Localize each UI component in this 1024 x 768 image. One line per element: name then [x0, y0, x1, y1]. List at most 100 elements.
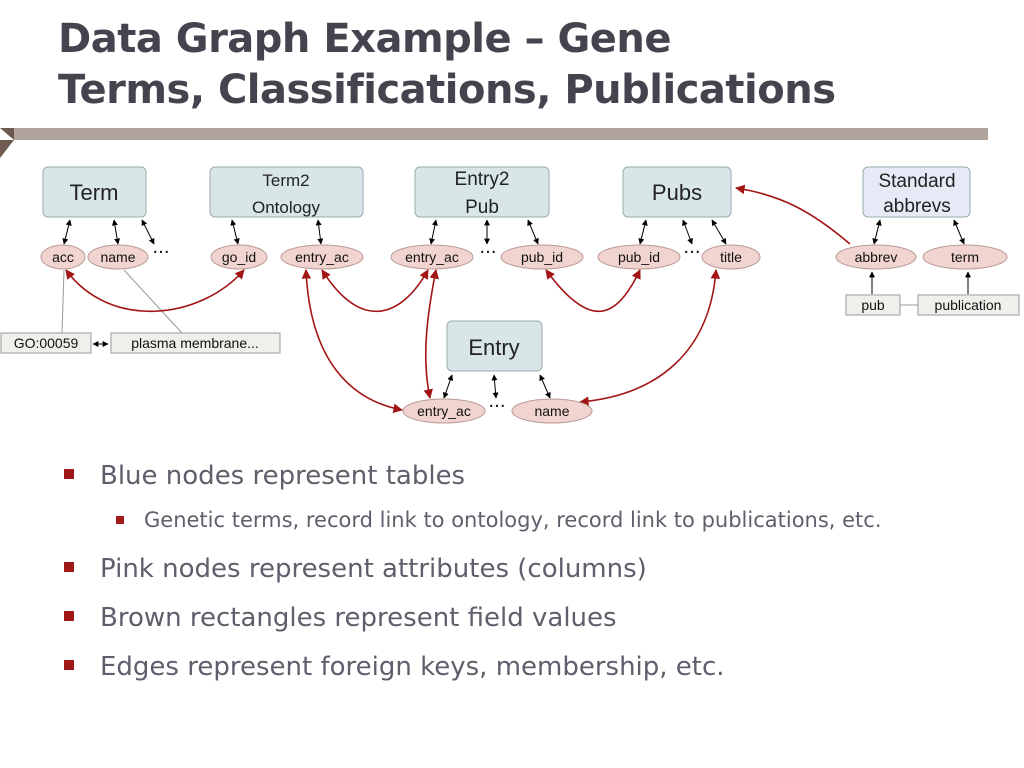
value-go [0, 332, 92, 354]
attribute-labels: acc name go_id entry_ac entry_ac pub_id … [52, 249, 979, 419]
value-pub-label: pub [861, 297, 885, 313]
edge-term-more [141, 219, 155, 245]
title-rule [14, 128, 988, 140]
attr-title [701, 244, 761, 270]
edge-entry-entryac [442, 374, 454, 399]
edge-t2o-entryac [315, 219, 324, 245]
attr-entry-entry-ac [402, 398, 486, 424]
attr-entry-entry-ac-label: entry_ac [417, 403, 471, 419]
attr-acc [40, 244, 86, 270]
value-publication [917, 294, 1020, 316]
fk-entryac-t2o-e2p [321, 269, 429, 313]
bullet-text: Pink nodes represent attributes (columns… [100, 554, 647, 584]
link-name-plasma [123, 269, 183, 334]
value-publication-label: publication [935, 297, 1002, 313]
attr-acc-label: acc [52, 249, 74, 265]
edge-std-abbrev [872, 219, 882, 245]
attr-abbrev [835, 244, 917, 270]
attr-t2o-entry-ac [280, 244, 364, 270]
attribute-nodes [40, 244, 1008, 424]
edge-entry-name [539, 374, 551, 399]
edge-term-acc [62, 219, 72, 245]
value-pub [845, 294, 901, 316]
slide-title: Data Graph Example – Gene Terms, Classif… [58, 14, 998, 116]
slide-title-line-1: Data Graph Example – Gene [58, 16, 672, 62]
attr-e2p-entry-ac-label: entry_ac [405, 249, 459, 265]
edge-term-name [111, 219, 121, 245]
membership-edges [62, 219, 971, 399]
ellipsis-entry: ··· [488, 396, 505, 417]
table-labels: Term Term2 Ontology Entry2 Pub Pubs Stan… [70, 169, 956, 360]
value-go-label: GO:00059 [14, 335, 79, 351]
table-nodes [42, 166, 971, 372]
bullet-text: Brown rectangles represent field values [100, 603, 617, 633]
bullet-text: Genetic terms, record link to ontology, … [144, 508, 882, 532]
ellipsis-markers: ··· ··· ··· ··· [152, 242, 700, 417]
attr-title-label: title [720, 249, 742, 265]
fk-e2p-entry [423, 269, 440, 399]
table-entry2pub-label-2: Pub [465, 197, 499, 218]
bullet-edges: Edges represent foreign keys, membership… [62, 647, 1002, 696]
attr-e2p-pub-id [500, 244, 584, 270]
title-rule-corner [0, 128, 14, 140]
attr-term [922, 244, 1008, 270]
edge-entry-more [491, 374, 499, 399]
bullet-square-icon [116, 516, 124, 524]
data-graph-diagram: Term Term2 Ontology Entry2 Pub Pubs Stan… [0, 166, 1020, 424]
fk-abbrev-pubs [735, 184, 851, 245]
bullet-square-icon [64, 562, 74, 572]
bullet-brown-rectangles: Brown rectangles represent field values [62, 598, 1002, 647]
ellipsis-term: ··· [152, 242, 169, 263]
table-standard-label-1: Standard [878, 171, 955, 192]
attr-name [87, 244, 149, 270]
attr-entry-name-label: name [534, 403, 569, 419]
table-standard-abbrevs [862, 166, 971, 218]
bullet-list: Blue nodes represent tables Genetic term… [62, 456, 1002, 696]
fk-title-name [579, 269, 721, 407]
edge-pubs-pubid [638, 219, 648, 245]
ellipsis-pubs: ··· [683, 242, 700, 263]
fk-acc-goid [65, 269, 245, 313]
bullet-square-icon [64, 611, 74, 621]
foreign-key-edges [65, 184, 851, 414]
table-term-label: Term [70, 180, 119, 205]
fk-pubid-e2p-pubs [545, 269, 641, 313]
table-term2ontology-label-2: Ontology [252, 198, 321, 217]
value-links [61, 269, 918, 334]
attr-e2p-entry-ac [390, 244, 474, 270]
value-labels: GO:00059 plasma membrane... pub publicat… [14, 297, 1002, 351]
edge-pubs-title [711, 219, 727, 245]
table-term2ontology [209, 166, 364, 218]
edge-std-term [953, 219, 965, 245]
table-pubs-label: Pubs [652, 180, 702, 205]
attr-go-id [210, 244, 268, 270]
attr-term-label: term [951, 249, 979, 265]
attr-abbrev-label: abbrev [855, 249, 898, 265]
attr-pubs-pub-id-label: pub_id [618, 249, 660, 265]
table-entry [446, 320, 543, 372]
edge-t2o-goid [230, 219, 240, 245]
table-term [42, 166, 147, 218]
attr-go-id-label: go_id [222, 249, 256, 265]
bullet-blue-nodes: Blue nodes represent tables [62, 456, 1002, 505]
table-term2ontology-label-1: Term2 [262, 171, 309, 190]
slide-title-line-2: Terms, Classifications, Publications [58, 67, 836, 113]
attr-name-label: name [100, 249, 135, 265]
table-entry2pub [414, 166, 550, 218]
edge-e2p-pubid [527, 219, 539, 245]
attr-pubs-pub-id [597, 244, 681, 270]
table-entry2pub-label-1: Entry2 [455, 169, 510, 190]
bullet-square-icon [64, 469, 74, 479]
bullet-text: Edges represent foreign keys, membership… [100, 652, 725, 682]
title-rule-corner-tail [0, 140, 14, 158]
value-plasma [110, 332, 281, 354]
table-standard-label-2: abbrevs [883, 196, 951, 217]
edge-pubs-more [682, 219, 693, 245]
table-entry-label: Entry [468, 335, 519, 360]
attr-e2p-pub-id-label: pub_id [521, 249, 563, 265]
value-nodes [0, 294, 1020, 354]
bullet-text: Blue nodes represent tables [100, 461, 466, 491]
bullet-pink-nodes: Pink nodes represent attributes (columns… [62, 549, 1002, 598]
edge-e2p-entryac [429, 219, 438, 245]
link-acc-go [61, 269, 65, 334]
